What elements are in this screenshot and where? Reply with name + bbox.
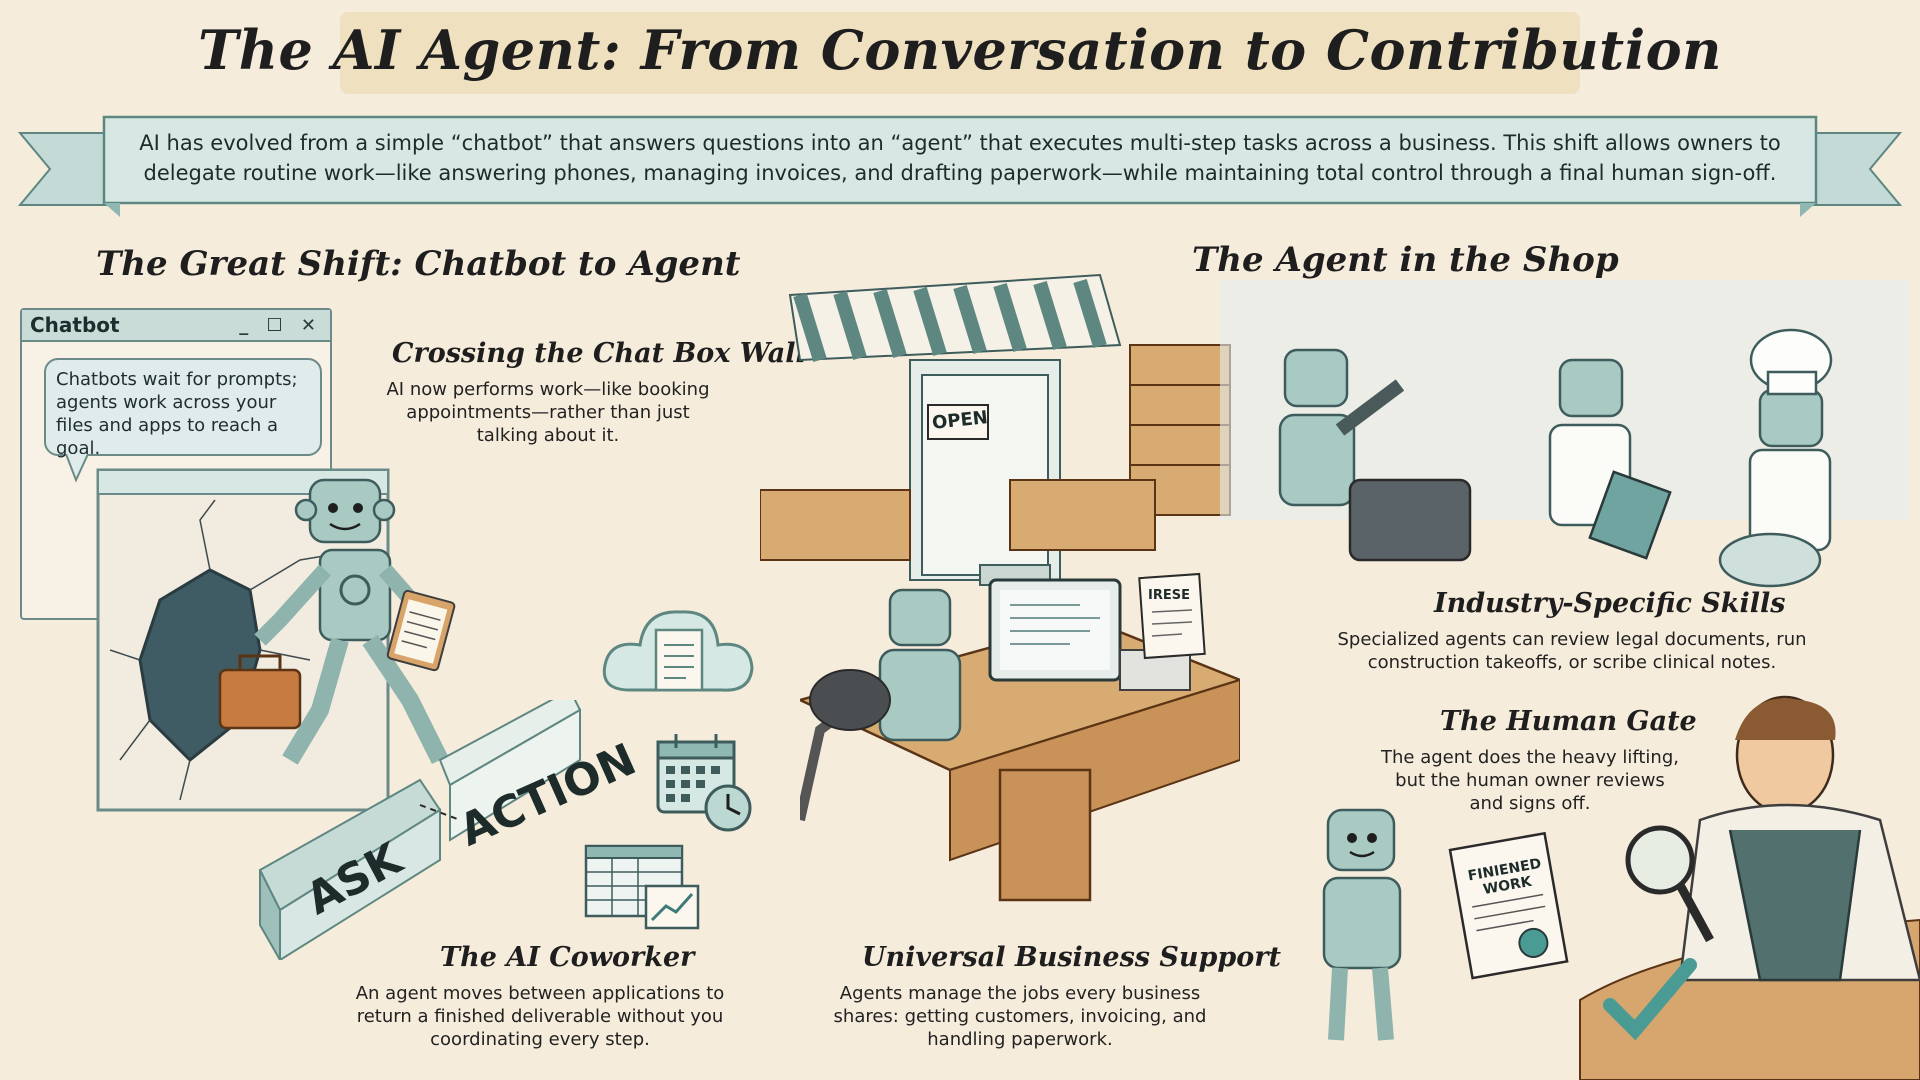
page-title: The AI Agent: From Conversation to Contr… [198,18,1722,82]
chatbot-titlebar: Chatbot _ ☐ ✕ [22,310,330,342]
industry-heading: Industry-Specific Skills [1434,588,1786,619]
spreadsheet-chart-icon [584,844,700,930]
receipt-icon [1138,572,1206,660]
calendar-clock-icon [656,734,752,832]
human-gate-heading: The Human Gate [1440,706,1697,737]
chatbot-window-title: Chatbot [30,313,120,337]
chat-bubble-tail [65,454,89,483]
window-controls-icon[interactable]: _ ☐ ✕ [239,314,322,336]
crossing-body: AI now performs work—like booking appoin… [386,379,710,446]
ask-action-steps [258,700,582,960]
human-gate-body: The agent does the heavy lifting, but th… [1381,747,1679,814]
universal-heading: Universal Business Support [862,942,1281,973]
intro-text: AI has evolved from a simple “chatbot” t… [139,131,1781,185]
crossing-heading: Crossing the Chat Box Wall [392,338,806,369]
industry-body: Specialized agents can review legal docu… [1337,629,1807,673]
desk-robot-illustration [800,578,1240,902]
receipt-label: IRESE [1148,588,1190,603]
universal-body: Agents manage the jobs every business sh… [833,983,1207,1050]
robot-walking-icon [218,478,456,765]
section-heading-left: The Great Shift: Chatbot to Agent [96,244,741,284]
chat-bubble: Chatbots wait for prompts; agents work a… [44,358,322,459]
workshop-kitchen-illustration [1220,280,1910,588]
section-heading-right: The Agent in the Shop [1192,240,1619,280]
title-highlight [340,12,1580,94]
cloud-document-icon [602,610,754,692]
human-gate-illustration [1322,695,1920,1080]
coworker-heading: The AI Coworker [440,942,695,973]
ribbon-banner [17,115,1903,217]
coworker-body: An agent moves between applications to r… [355,983,725,1050]
storefront-illustration [760,273,1231,586]
